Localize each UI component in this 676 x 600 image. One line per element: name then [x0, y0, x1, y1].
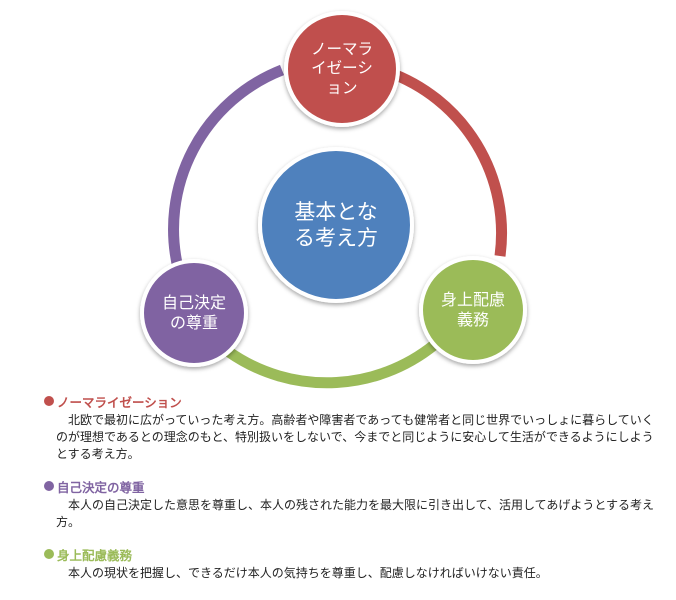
node-normalization — [284, 11, 400, 127]
bullet-icon — [44, 481, 54, 491]
arc-self-determination-to-normalization — [168, 64, 285, 270]
section-body-normalization: 北欧で最初に広がっていった考え方。高齢者や障害者であっても健常者と同じ世界でいっ… — [56, 413, 654, 461]
bullet-icon — [44, 549, 54, 559]
section-heading-self-determination: 自己決定の尊重 — [44, 477, 664, 495]
section-heading-text: ノーマライゼーション — [57, 394, 182, 410]
section-personal-care: 身上配慮義務 本人の現状を把握し、できるだけ本人の気持ちを尊重し、配慮しなければ… — [44, 545, 664, 582]
section-body-personal-care: 本人の現状を把握し、できるだけ本人の気持ちを尊重し、配慮しなければいけない責任。 — [68, 566, 548, 580]
section-heading-normalization: ノーマライゼーション — [44, 392, 664, 410]
section-self-determination: 自己決定の尊重 本人の自己決定した意思を尊重し、本人の残された能力を最大限に引き… — [44, 477, 664, 531]
normalization-node-label: ノーマラ イゼーシ ョン — [310, 39, 373, 97]
arc-personal-care-to-self-determination — [225, 335, 444, 389]
self-determination-node-label: 自己決定 の尊重 — [161, 293, 226, 332]
section-heading-text: 身上配慮義務 — [57, 547, 133, 563]
arc-normalization-to-personal-care — [386, 66, 508, 257]
center-node-basic-concept — [258, 147, 414, 303]
section-heading-text: 自己決定の尊重 — [57, 479, 145, 495]
section-heading-personal-care: 身上配慮義務 — [44, 545, 664, 563]
bullet-icon — [44, 396, 54, 406]
descriptions: ノーマライゼーション 北欧で最初に広がっていった考え方。高齢者や障害者であっても… — [44, 392, 664, 596]
personal-care-node-label: 身上配慮 義務 — [440, 290, 505, 329]
section-body-self-determination: 本人の自己決定した意思を尊重し、本人の残された能力を最大限に引き出して、活用して… — [56, 498, 654, 529]
node-self-determination — [140, 259, 248, 367]
center-node-label: 基本とな る考え方 — [294, 199, 378, 250]
cycle-diagram — [140, 11, 527, 389]
section-normalization: ノーマライゼーション 北欧で最初に広がっていった考え方。高齢者や障害者であっても… — [44, 392, 664, 463]
node-personal-care-duty — [419, 256, 527, 364]
